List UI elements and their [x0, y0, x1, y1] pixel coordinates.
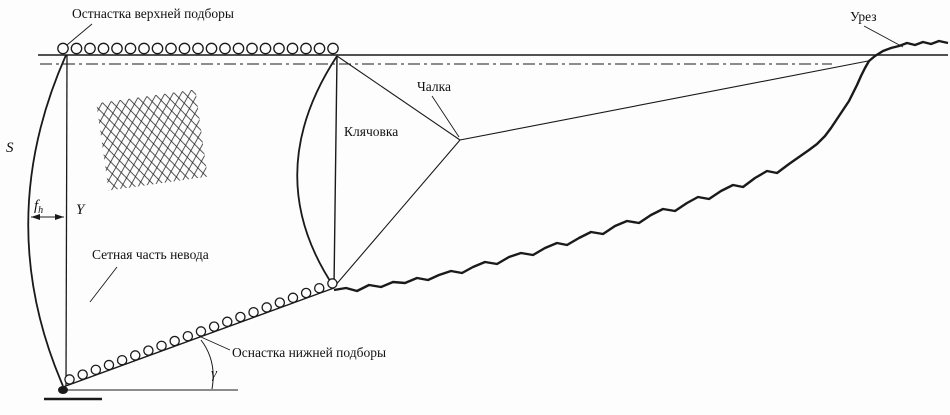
float-ring [300, 287, 312, 299]
float-ring [274, 297, 286, 308]
left-wing-sag-curve [27, 54, 67, 387]
float-ring [124, 42, 137, 55]
middle-sag-curve [296, 55, 338, 288]
bridle-and-towline [333, 55, 869, 288]
float-ring [57, 42, 69, 55]
float-ring [327, 42, 339, 55]
label-net-span-s: S [6, 140, 14, 156]
float-ring [235, 311, 246, 323]
float-ring [64, 374, 75, 385]
label-height-y: Y [76, 202, 86, 218]
label-bottom-rigging: Оснастка нижней подборы [232, 345, 386, 360]
float-ring [192, 42, 204, 55]
footrope-line [62, 287, 335, 388]
float-ring [327, 278, 338, 289]
float-ring [287, 292, 299, 304]
float-ring [143, 345, 154, 356]
towline-leader [431, 95, 460, 138]
net-mesh-patch [96, 89, 208, 191]
float-ring [182, 330, 194, 342]
anchor-point [58, 386, 68, 394]
float-ring [129, 350, 141, 361]
float-ring [97, 42, 110, 55]
float-ring [273, 42, 285, 55]
float-ring [314, 282, 325, 294]
float-ring [151, 42, 164, 55]
top-float-chain [57, 42, 339, 55]
float-ring [84, 42, 96, 55]
label-water-edge: Урез [850, 9, 877, 24]
float-ring [261, 302, 272, 313]
float-ring [156, 340, 167, 352]
float-ring [116, 354, 128, 366]
sag-dimension-arrow [31, 214, 64, 220]
label-angle-gamma: γ [211, 366, 218, 382]
left-wing-stick-line [65, 54, 68, 387]
label-top-rigging: Остнастка верхней подборы [72, 6, 234, 21]
top-rigging-leader [66, 23, 93, 46]
float-ring [165, 42, 177, 55]
float-ring [208, 321, 220, 332]
float-ring [219, 42, 231, 55]
float-ring [205, 42, 218, 55]
float-ring [77, 369, 88, 380]
sag-subscript: h [38, 205, 43, 216]
float-ring [138, 42, 150, 55]
float-ring [232, 42, 245, 55]
float-ring [300, 42, 312, 55]
float-ring [222, 316, 233, 328]
float-ring [178, 42, 191, 55]
float-ring [103, 359, 115, 371]
float-ring [248, 306, 259, 318]
shoreline-profile [333, 39, 949, 293]
float-ring [313, 42, 326, 55]
float-ring [246, 42, 258, 55]
float-ring [90, 364, 102, 376]
label-towline: Чалка [417, 79, 451, 94]
bottom-sinker-chain [64, 278, 338, 385]
label-bridle: Клячовка [344, 124, 398, 139]
bottom-rigging-leader [200, 336, 231, 351]
bridle-stick-line [333, 55, 338, 288]
float-ring [70, 42, 83, 55]
float-ring [195, 326, 207, 337]
net-body-leader [89, 266, 118, 303]
label-net-body: Сетная часть невода [92, 247, 209, 262]
float-ring [169, 335, 180, 347]
label-sag-fh: fh [34, 198, 43, 216]
float-ring [111, 42, 123, 55]
float-ring [259, 42, 272, 55]
water-edge-leader [863, 25, 904, 48]
angle-arc [200, 339, 214, 390]
sag-symbol: f [34, 198, 40, 214]
float-ring [286, 42, 299, 55]
